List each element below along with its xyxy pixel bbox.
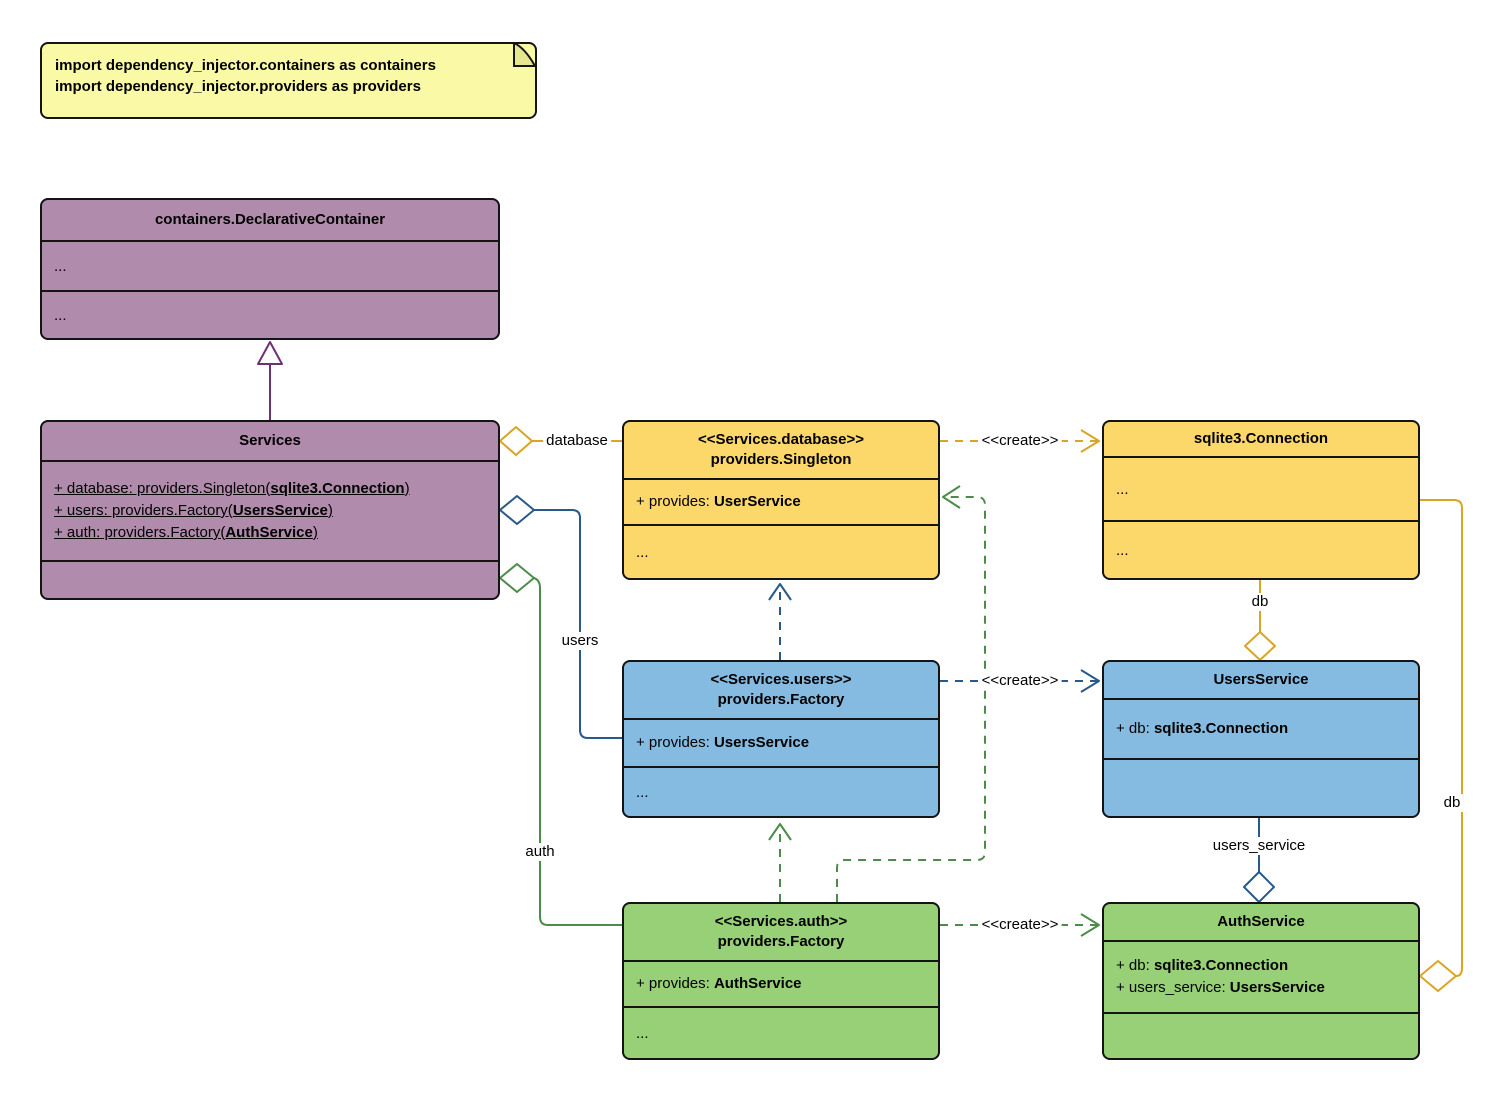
class-users-service: UsersService + db: sqlite3.Connection [1102,660,1420,818]
class-title-text: providers.Singleton [710,451,852,468]
class-title-text: providers.Factory [717,691,845,708]
edge-dependency-authfactory-to-singleton [836,485,986,902]
class-providers-factory-users: <<Services.users>> providers.Factory + p… [622,660,940,818]
class-section-ellipsis: ... [624,524,938,578]
attr-db: + db: sqlite3.Connection [1116,720,1289,737]
class-section-ellipsis: ... [624,766,938,816]
class-section-empty [1104,758,1418,816]
ellipsis-text: ... [636,1024,649,1042]
import-note: import dependency_injector.containers as… [40,42,537,119]
class-title-text: UsersService [1213,671,1309,688]
attr-provides: + provides: UserService [636,493,801,510]
attr-users-service: + users_service: UsersService [1116,979,1325,996]
edge-label-db: db [1248,593,1272,611]
class-section-ellipsis: ... [42,290,498,338]
class-title: sqlite3.Connection [1104,422,1418,456]
class-declarative-container: containers.DeclarativeContainer ... ... [40,198,500,340]
edge-aggregation-usersservice-authservice [1243,818,1275,903]
edge-label-users: users [558,632,602,650]
class-section-empty [1104,1012,1418,1058]
class-title: AuthService [1104,904,1418,940]
class-stereotype-text: <<Services.users>> [710,671,852,688]
class-stereotype-text: <<Services.auth>> [714,913,848,930]
class-auth-service: AuthService + db: sqlite3.Connection + u… [1102,902,1420,1060]
class-section-ellipsis: ... [624,1006,938,1058]
class-title: Services [42,422,498,460]
attr-users: + users: providers.Factory(UsersService) [54,502,333,519]
class-title-text: Services [239,432,301,449]
class-services: Services + database: providers.Singleton… [40,420,500,600]
class-attributes: + db: sqlite3.Connection + users_service… [1104,940,1418,1012]
class-title-text: AuthService [1217,913,1305,930]
ellipsis-text: ... [636,543,649,561]
attr-auth: + auth: providers.Factory(AuthService) [54,524,318,541]
edge-label-db-right: db [1440,794,1464,812]
edge-label-auth: auth [522,843,558,861]
edge-label-create-usersservice: <<create>> [978,672,1062,690]
attr-db: + db: sqlite3.Connection [1116,957,1289,974]
class-attributes: + provides: UserService [624,478,938,524]
class-title: <<Services.database>> providers.Singleto… [624,422,938,478]
edge-aggregation-services-auth [499,563,622,926]
edge-label-database: database [543,432,611,450]
class-sqlite3-connection: sqlite3.Connection ... ... [1102,420,1420,580]
class-title: containers.DeclarativeContainer [42,200,498,240]
class-attributes: + provides: UsersService [624,718,938,766]
edge-label-create-authservice: <<create>> [978,916,1062,934]
note-fold-icon [513,42,537,67]
class-stereotype-text: <<Services.database>> [698,431,864,448]
edge-dependency-authfactory-to-usersfactory [768,823,792,902]
class-attributes: + provides: AuthService [624,960,938,1006]
attr-database: + database: providers.Singleton(sqlite3.… [54,480,410,497]
edge-aggregation-services-users [499,495,622,739]
class-title-text: providers.Factory [717,933,845,950]
edge-inheritance-services-to-declarativecontainer [257,341,283,420]
class-title-text: sqlite3.Connection [1193,430,1329,447]
note-line-1: import dependency_injector.containers as… [55,57,436,74]
class-section-ellipsis: ... [1104,456,1418,520]
class-title-text: containers.DeclarativeContainer [154,211,386,228]
class-providers-singleton-database: <<Services.database>> providers.Singleto… [622,420,940,580]
class-attributes: + database: providers.Singleton(sqlite3.… [42,460,498,560]
class-title: <<Services.auth>> providers.Factory [624,904,938,960]
edge-label-create-connection: <<create>> [978,432,1062,450]
class-section-ellipsis: ... [42,240,498,290]
edge-label-users-service: users_service [1209,837,1309,855]
ellipsis-text: ... [54,306,67,324]
class-section-empty [42,560,498,598]
class-section-ellipsis: ... [1104,520,1418,578]
ellipsis-text: ... [1116,480,1129,498]
edge-aggregation-connection-db-usersservice [1244,580,1276,661]
ellipsis-text: ... [636,783,649,801]
ellipsis-text: ... [1116,541,1129,559]
edge-dependency-usersfactory-to-singleton [768,583,792,660]
class-title: UsersService [1104,662,1418,698]
class-attributes: + db: sqlite3.Connection [1104,698,1418,758]
note-line-2: import dependency_injector.providers as … [55,78,421,95]
attr-provides: + provides: AuthService [636,975,802,992]
ellipsis-text: ... [54,257,67,275]
edge-aggregation-connection-db-authservice [1419,499,1463,992]
class-providers-factory-auth: <<Services.auth>> providers.Factory + pr… [622,902,940,1060]
class-title: <<Services.users>> providers.Factory [624,662,938,718]
attr-provides: + provides: UsersService [636,734,810,751]
